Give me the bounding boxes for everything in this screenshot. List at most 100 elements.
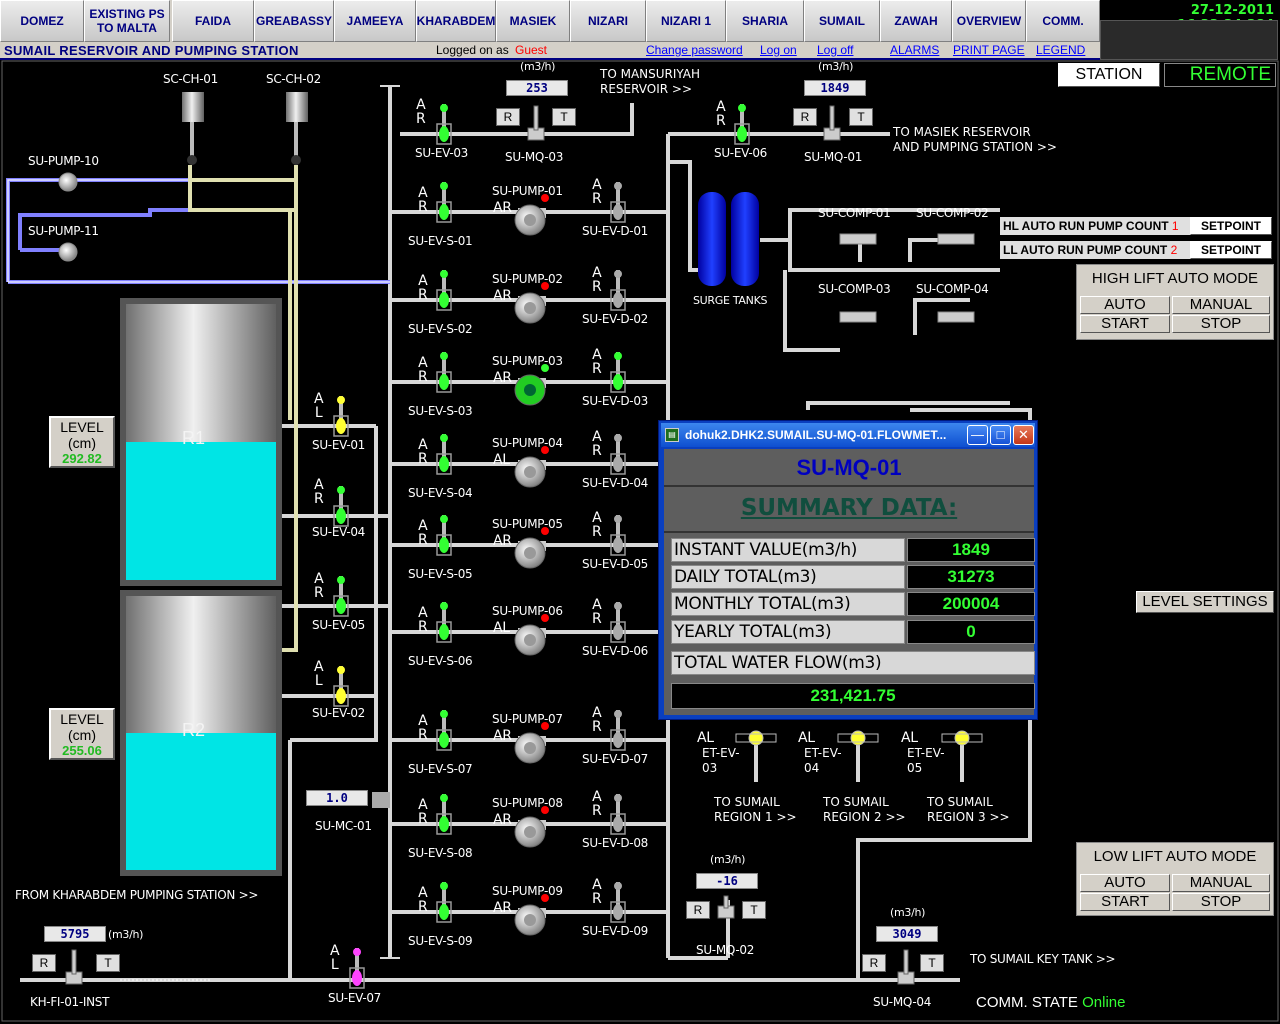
ll-pump-count-label: LL AUTO RUN PUMP COUNT 2 [1000,241,1190,259]
pump11-label: SU-PUMP-11 [28,224,99,238]
low-lift-stop-button[interactable]: STOP [1172,893,1270,911]
low-lift-auto-button[interactable]: AUTO [1080,874,1170,892]
pump-4-icon[interactable] [514,446,549,488]
nav-nizari-1[interactable]: NIZARI 1 [646,0,726,42]
r2-level-box[interactable]: LEVEL (cm)255.06 [49,708,115,760]
pump-1-icon[interactable] [514,194,549,236]
nav-jameeya[interactable]: JAMEEYA [334,0,416,42]
ev-d-3-valve-icon[interactable] [610,352,626,393]
yearly-total-label: YEARLY TOTAL(m3) [671,620,905,644]
ev-d-2-valve-icon[interactable] [610,270,626,311]
r1-level-box[interactable]: LEVEL (cm)292.82 [49,416,115,468]
khfi-t-button[interactable]: T [96,954,120,972]
log-off-link[interactable]: Log off [817,43,854,57]
legend-link[interactable]: LEGEND [1036,43,1086,57]
ev02-label: SU-EV-02 [312,706,366,720]
hl-setpoint-button[interactable]: SETPOINT [1190,217,1272,235]
maximize-icon[interactable]: □ [990,425,1011,445]
et05-mode: AL [901,730,918,746]
user-name: Guest [515,43,548,57]
pump-7-icon[interactable] [514,722,549,764]
total-water-flow-value: 231,421.75 [671,683,1035,709]
ev-d-8-valve-icon[interactable] [610,794,626,835]
ev-s-7-valve-icon[interactable] [436,710,452,751]
daily-total-label: DAILY TOTAL(m3) [671,565,905,589]
subheader-bar [0,42,1100,60]
ev03-valve-icon[interactable] [436,104,452,145]
mq04-r-button[interactable]: R [862,954,886,972]
nav-comm[interactable]: COMM. [1026,0,1100,42]
ev-s-8-valve-icon[interactable] [436,794,452,835]
ev07-valve-icon[interactable] [349,948,365,989]
mq02-t-button[interactable]: T [742,901,766,919]
high-lift-stop-button[interactable]: STOP [1172,315,1270,333]
pump-6-icon[interactable] [514,614,549,656]
ev06-valve-icon[interactable] [734,104,750,145]
nav-existing-ps-to-malta[interactable]: EXISTING PS TO MALTA [84,0,170,42]
mq04-t-button[interactable]: T [920,954,944,972]
ev-d-5-valve-icon[interactable] [610,515,626,556]
pump-3-mode: AR [493,370,512,386]
ll-setpoint-button[interactable]: SETPOINT [1190,241,1272,259]
log-on-link[interactable]: Log on [760,43,797,57]
ev-s-7-label: SU-EV-S-07 [408,762,473,776]
ev-s-6-valve-icon[interactable] [436,602,452,643]
nav-kharabdem[interactable]: KHARABDEM [416,0,496,42]
nav-overview[interactable]: OVERVIEW [952,0,1026,42]
pump-5-icon[interactable] [514,527,549,569]
nav-sumail[interactable]: SUMAIL [804,0,880,42]
pump-9-icon[interactable] [514,894,549,936]
pump-8-icon[interactable] [514,806,549,848]
ev04-valve-icon[interactable] [333,486,349,527]
nav-sharia[interactable]: SHARIA [726,0,804,42]
nav-nizari[interactable]: NIZARI [570,0,646,42]
station-mode-button[interactable]: STATION [1058,63,1160,87]
ev-d-9-valve-icon[interactable] [610,882,626,923]
mq01-r-button[interactable]: R [793,108,817,126]
ev-s-2-valve-icon[interactable] [436,270,452,311]
ev-d-6-valve-icon[interactable] [610,602,626,643]
ev05-valve-icon[interactable] [333,576,349,617]
high-lift-manual-button[interactable]: MANUAL [1172,296,1270,314]
ev-s-3-valve-icon[interactable] [436,352,452,393]
ev-s-4-valve-icon[interactable] [436,434,452,475]
ev02-valve-icon[interactable] [333,666,349,707]
high-lift-auto-button[interactable]: AUTO [1080,296,1170,314]
ev-d-4-valve-icon[interactable] [610,434,626,475]
nav-masiek[interactable]: MASIEK [496,0,570,42]
nav-domez[interactable]: DOMEZ [0,0,84,42]
ev-s-1-valve-icon[interactable] [436,182,452,223]
low-lift-manual-button[interactable]: MANUAL [1172,874,1270,892]
minimize-icon[interactable]: — [967,425,988,445]
mq03-t-button[interactable]: T [552,108,576,126]
mq01-t-button[interactable]: T [849,108,873,126]
nav-faida[interactable]: FAIDA [172,0,254,42]
ev01-valve-icon[interactable] [333,396,349,437]
mq02-r-button[interactable]: R [686,901,710,919]
monthly-total-value: 200004 [907,592,1035,616]
comp03-label: SU-COMP-03 [818,282,891,296]
remote-mode-button[interactable]: REMOTE [1164,63,1276,87]
ev-d-1-valve-icon[interactable] [610,182,626,223]
level-settings-button[interactable]: LEVEL SETTINGS [1136,591,1274,613]
pump-2-icon[interactable] [514,282,549,324]
print-page-link[interactable]: PRINT PAGE [953,43,1025,57]
pump-3-label: SU-PUMP-03 [492,354,563,368]
close-icon[interactable]: ✕ [1013,425,1034,445]
low-lift-title: LOW LIFT AUTO MODE [1093,848,1257,865]
high-lift-start-button[interactable]: START [1080,315,1170,333]
mq03-r-button[interactable]: R [496,108,520,126]
khfi-r-button[interactable]: R [32,954,56,972]
ev-s-9-valve-icon[interactable] [436,882,452,923]
nav-zawah[interactable]: ZAWAH [880,0,952,42]
nav-greabassy[interactable]: GREABASSY [254,0,334,42]
change-password-link[interactable]: Change password [646,43,743,57]
ev06-label: SU-EV-06 [714,146,768,160]
ev-d-7-valve-icon[interactable] [610,710,626,751]
pump-7-mode: AR [493,728,512,744]
pump-3-icon[interactable] [514,364,549,406]
ev-s-5-valve-icon[interactable] [436,515,452,556]
to-key-tank-label: TO SUMAIL KEY TANK >> [970,952,1116,966]
low-lift-start-button[interactable]: START [1080,893,1170,911]
alarms-link[interactable]: ALARMS [890,43,940,57]
